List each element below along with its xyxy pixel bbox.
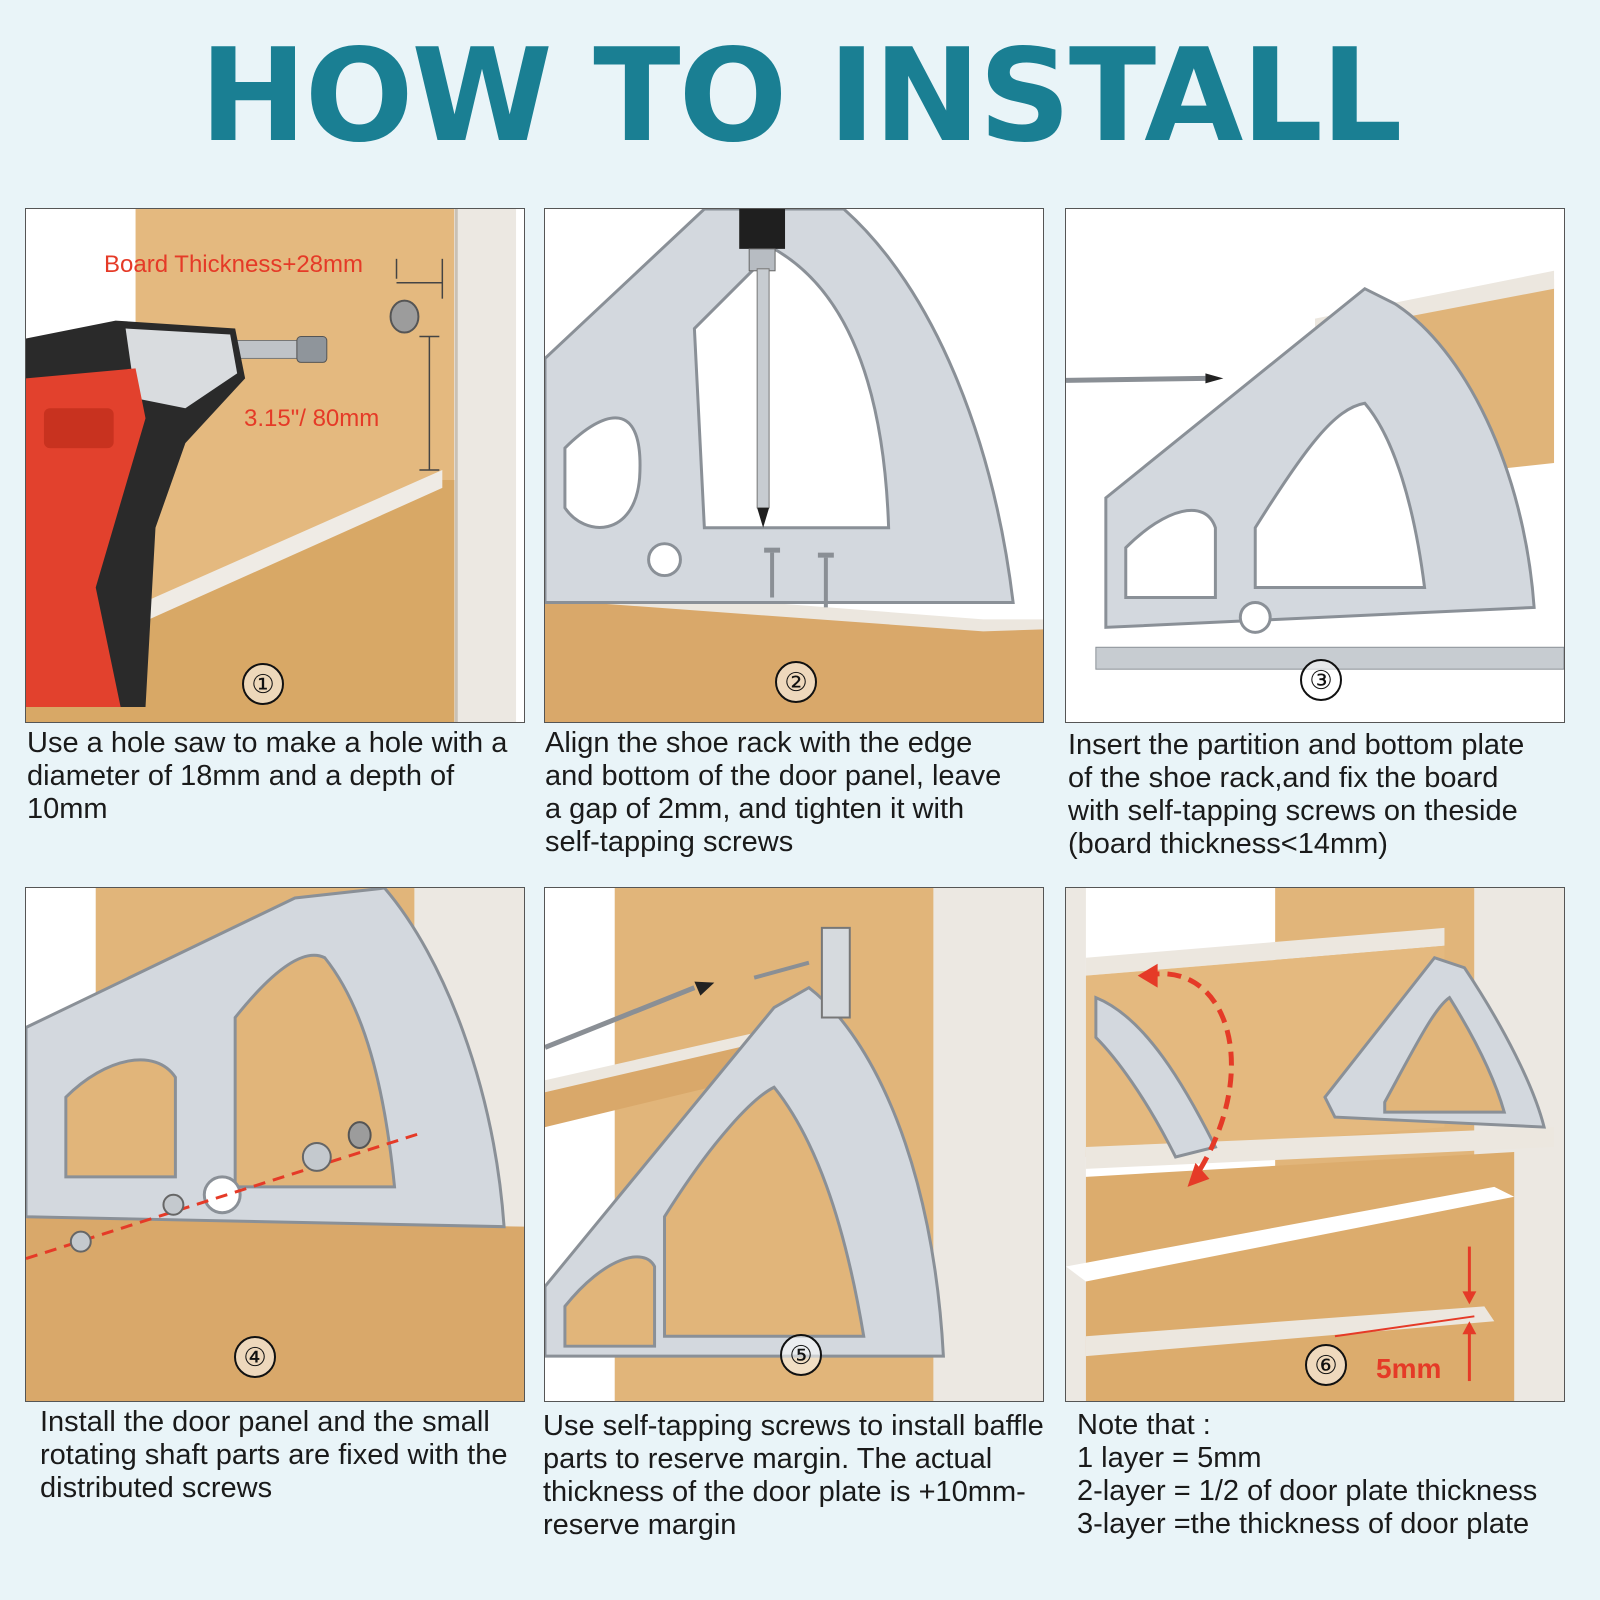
step-number: ⑤ [780,1334,822,1376]
step-1-caption: Use a hole saw to make a hole with a dia… [27,727,508,825]
step-6-illustration: 5mm ⑥ [1065,887,1565,1402]
drill-hole-illustration [26,209,524,722]
align-bracket-illustration [545,209,1043,722]
step-2-illustration: ② [544,208,1044,723]
step-number: ③ [1300,659,1342,701]
step-5-caption: Use self-tapping screws to install baffl… [543,1410,1044,1541]
step-number: ⑥ [1305,1344,1347,1386]
step-2-caption: Align the shoe rack with the edge and bo… [545,727,1002,858]
board-thickness-label: Board Thickness+28mm [104,251,364,278]
step-4-illustration: ④ [25,887,525,1402]
insert-partition-illustration [1066,209,1564,722]
step-6-caption: Note that : 1 layer = 5mm 2-layer = 1/2 … [1077,1409,1538,1540]
height-label: 3.15"/ 80mm [244,405,380,432]
step-5-illustration: ⑤ [544,887,1044,1402]
door-panel-illustration [26,888,524,1401]
page-title: HOW TO INSTALL [199,22,1403,171]
step-number: ④ [234,1336,276,1378]
step-3-caption: Insert the partition and bottom plate of… [1068,729,1525,860]
baffle-install-illustration [545,888,1043,1401]
step-3-illustration: ③ [1065,208,1565,723]
step-1-illustration: Board Thickness+28mm 3.15"/ 80mm ① [25,208,525,723]
gap-5mm-label: 5mm [1376,1353,1442,1384]
margin-note-illustration [1066,888,1564,1401]
step-number: ① [242,663,284,705]
step-4-caption: Install the door panel and the small rot… [40,1406,508,1504]
step-number: ② [775,661,817,703]
